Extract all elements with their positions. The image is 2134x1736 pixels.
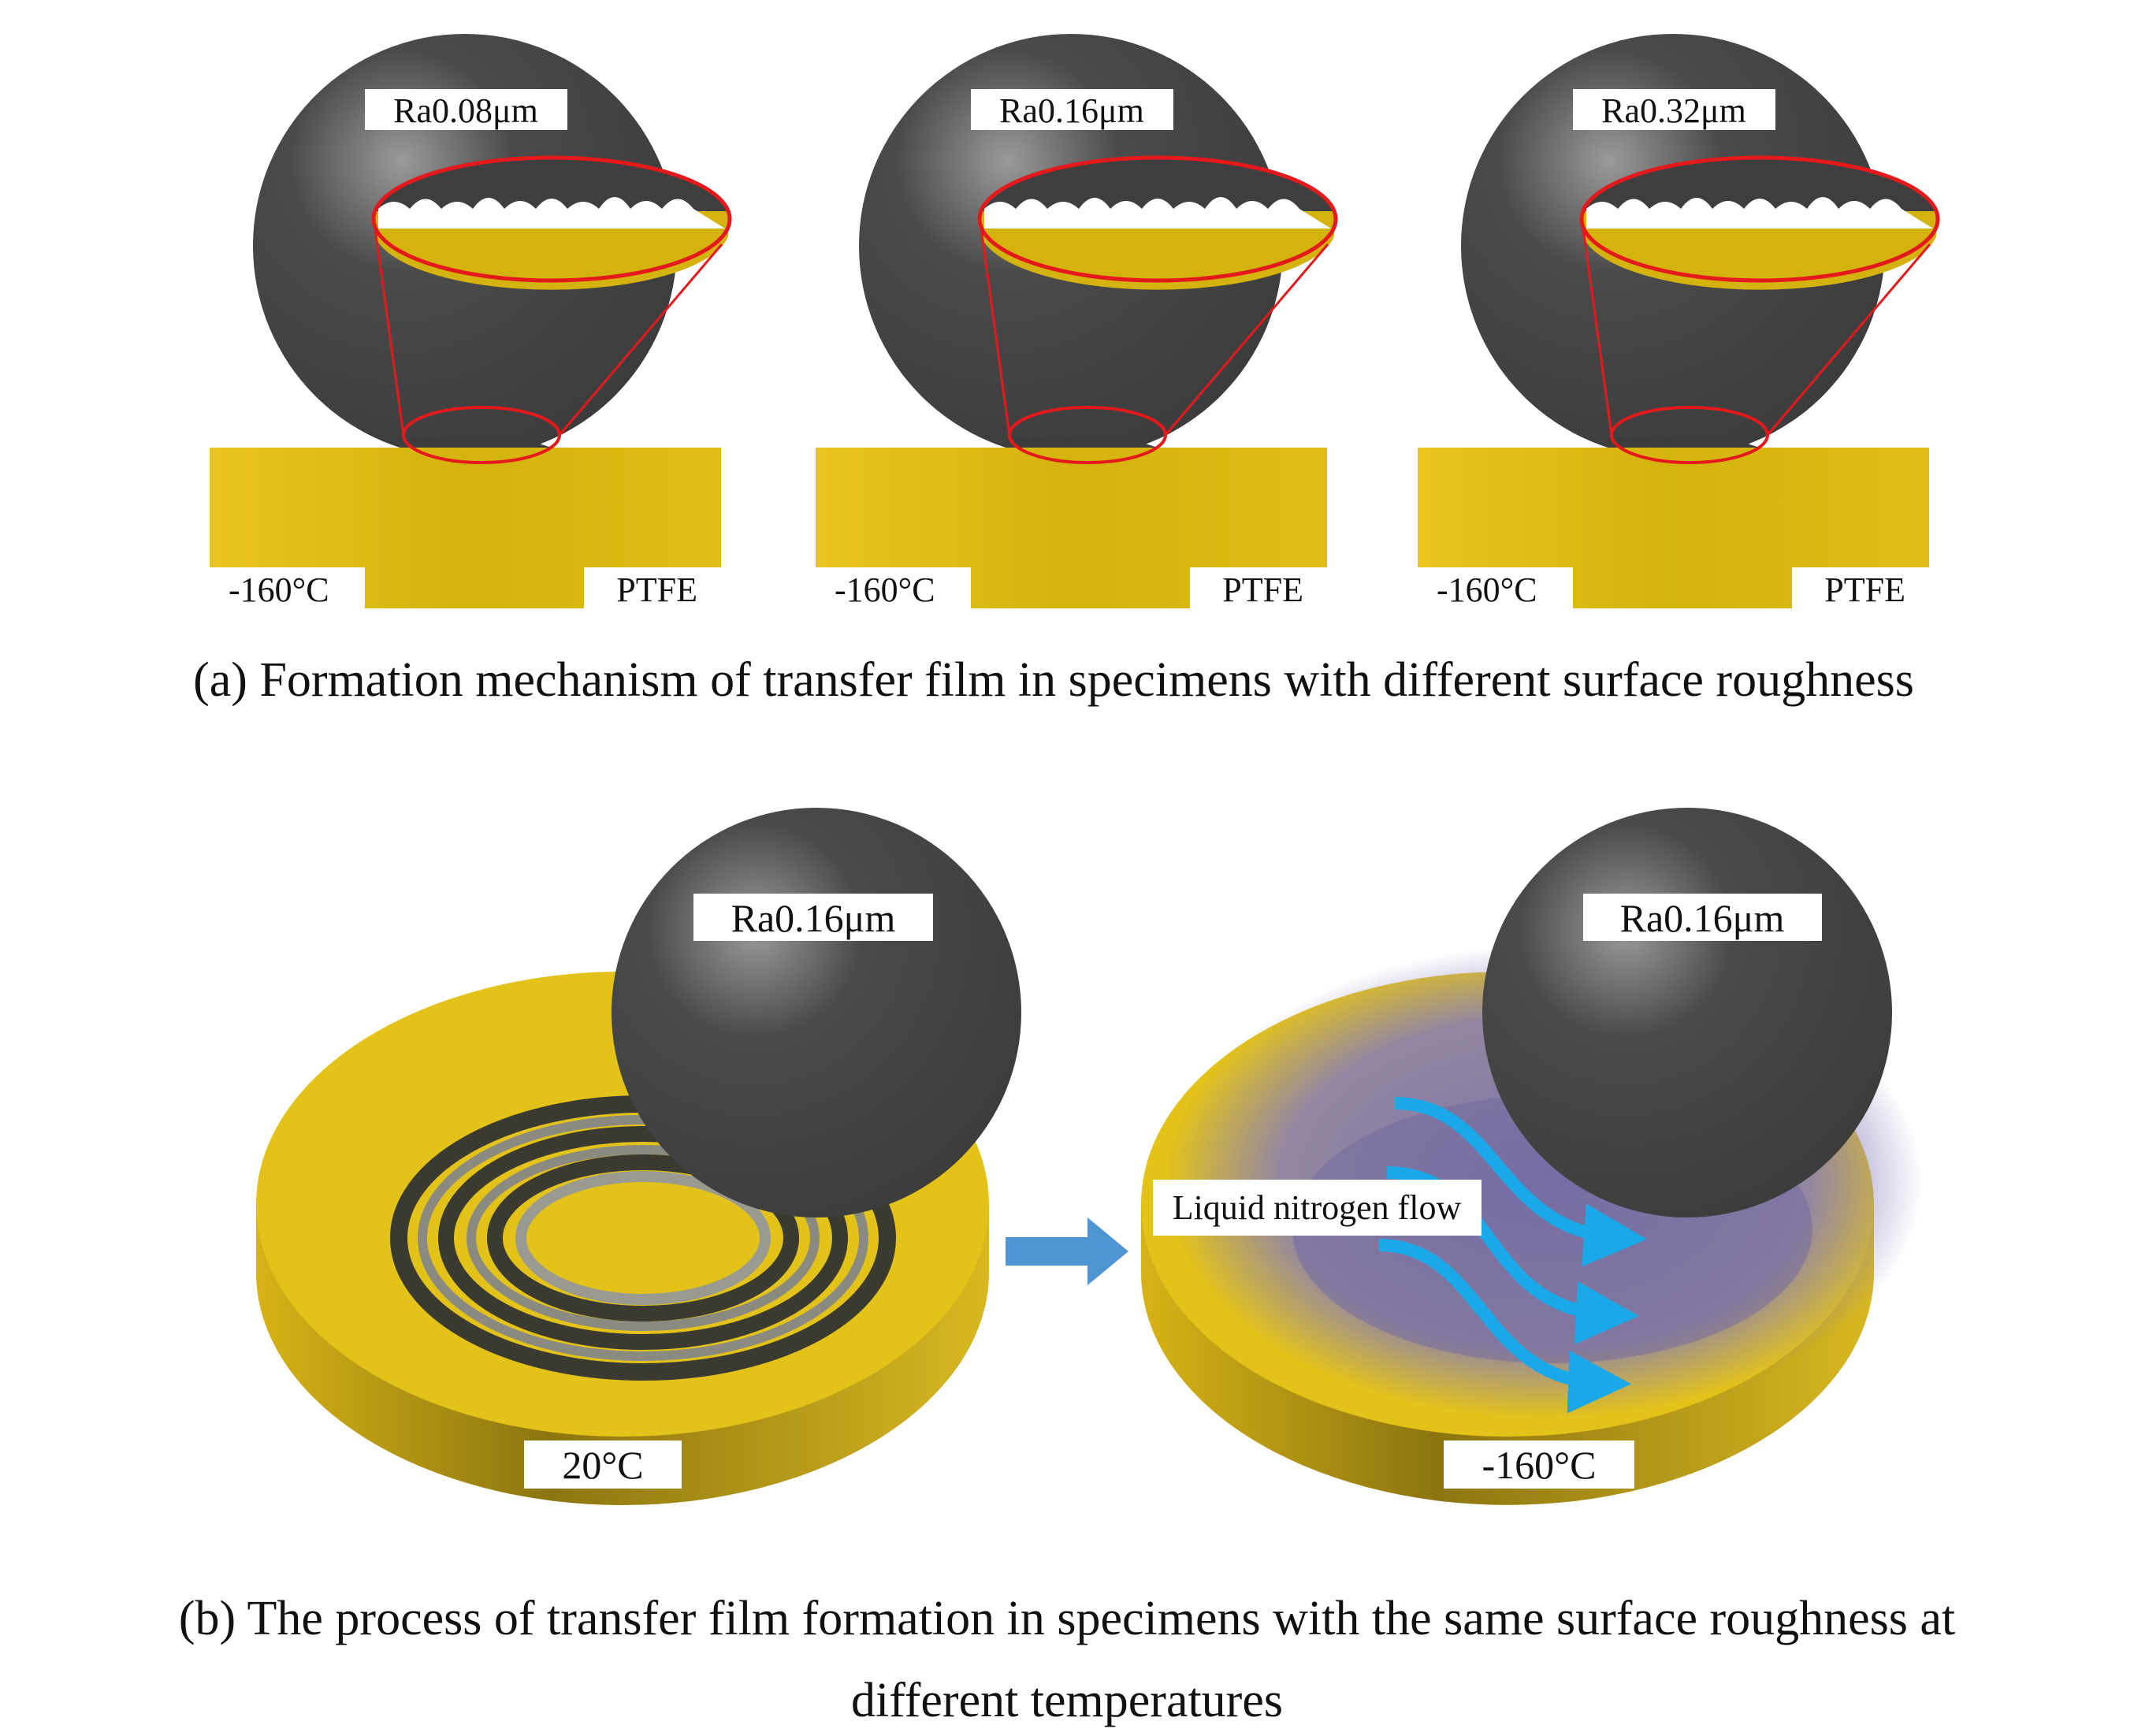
process-arrow-icon (1006, 1217, 1128, 1285)
roughness-label: Ra0.16μm (731, 896, 896, 940)
material-label: PTFE (1222, 571, 1303, 609)
roughness-label: Ra0.32μm (1601, 91, 1746, 130)
flow-label: Liquid nitrogen flow (1173, 1188, 1462, 1227)
caption-b-line2: different temperatures (851, 1674, 1283, 1727)
temperature-label: -160°C (1482, 1443, 1597, 1487)
roughness-label: Ra0.08μm (393, 91, 538, 130)
disk-20c: Ra0.16μm 20°C (256, 808, 1021, 1505)
roughness-label: Ra0.16μm (1620, 896, 1785, 940)
specimen-a3: Ra0.32μm -160°C PTFE (1418, 34, 1938, 611)
disk-minus160c: Liquid nitrogen flow Ra0.16μm -160°C (1141, 808, 1923, 1505)
specimen-a2: Ra0.16μm -160°C PTFE (816, 34, 1336, 611)
material-label: PTFE (616, 571, 697, 609)
temperature-label: -160°C (835, 571, 935, 609)
flow-arrows-icon (1378, 1097, 1647, 1414)
steel-ball (1482, 808, 1892, 1217)
steel-ball (612, 808, 1021, 1217)
material-label: PTFE (1824, 571, 1905, 609)
temperature-label: -160°C (1437, 571, 1537, 609)
roughness-label: Ra0.16μm (999, 91, 1144, 130)
temperature-label: -160°C (229, 571, 329, 609)
specimen-a1: Ra0.08μm -160°C PTFE (210, 34, 730, 611)
temperature-label: 20°C (562, 1443, 643, 1487)
caption-a: (a) Formation mechanism of transfer film… (193, 653, 1914, 707)
caption-b-line1: (b) The process of transfer film formati… (179, 1592, 1955, 1645)
